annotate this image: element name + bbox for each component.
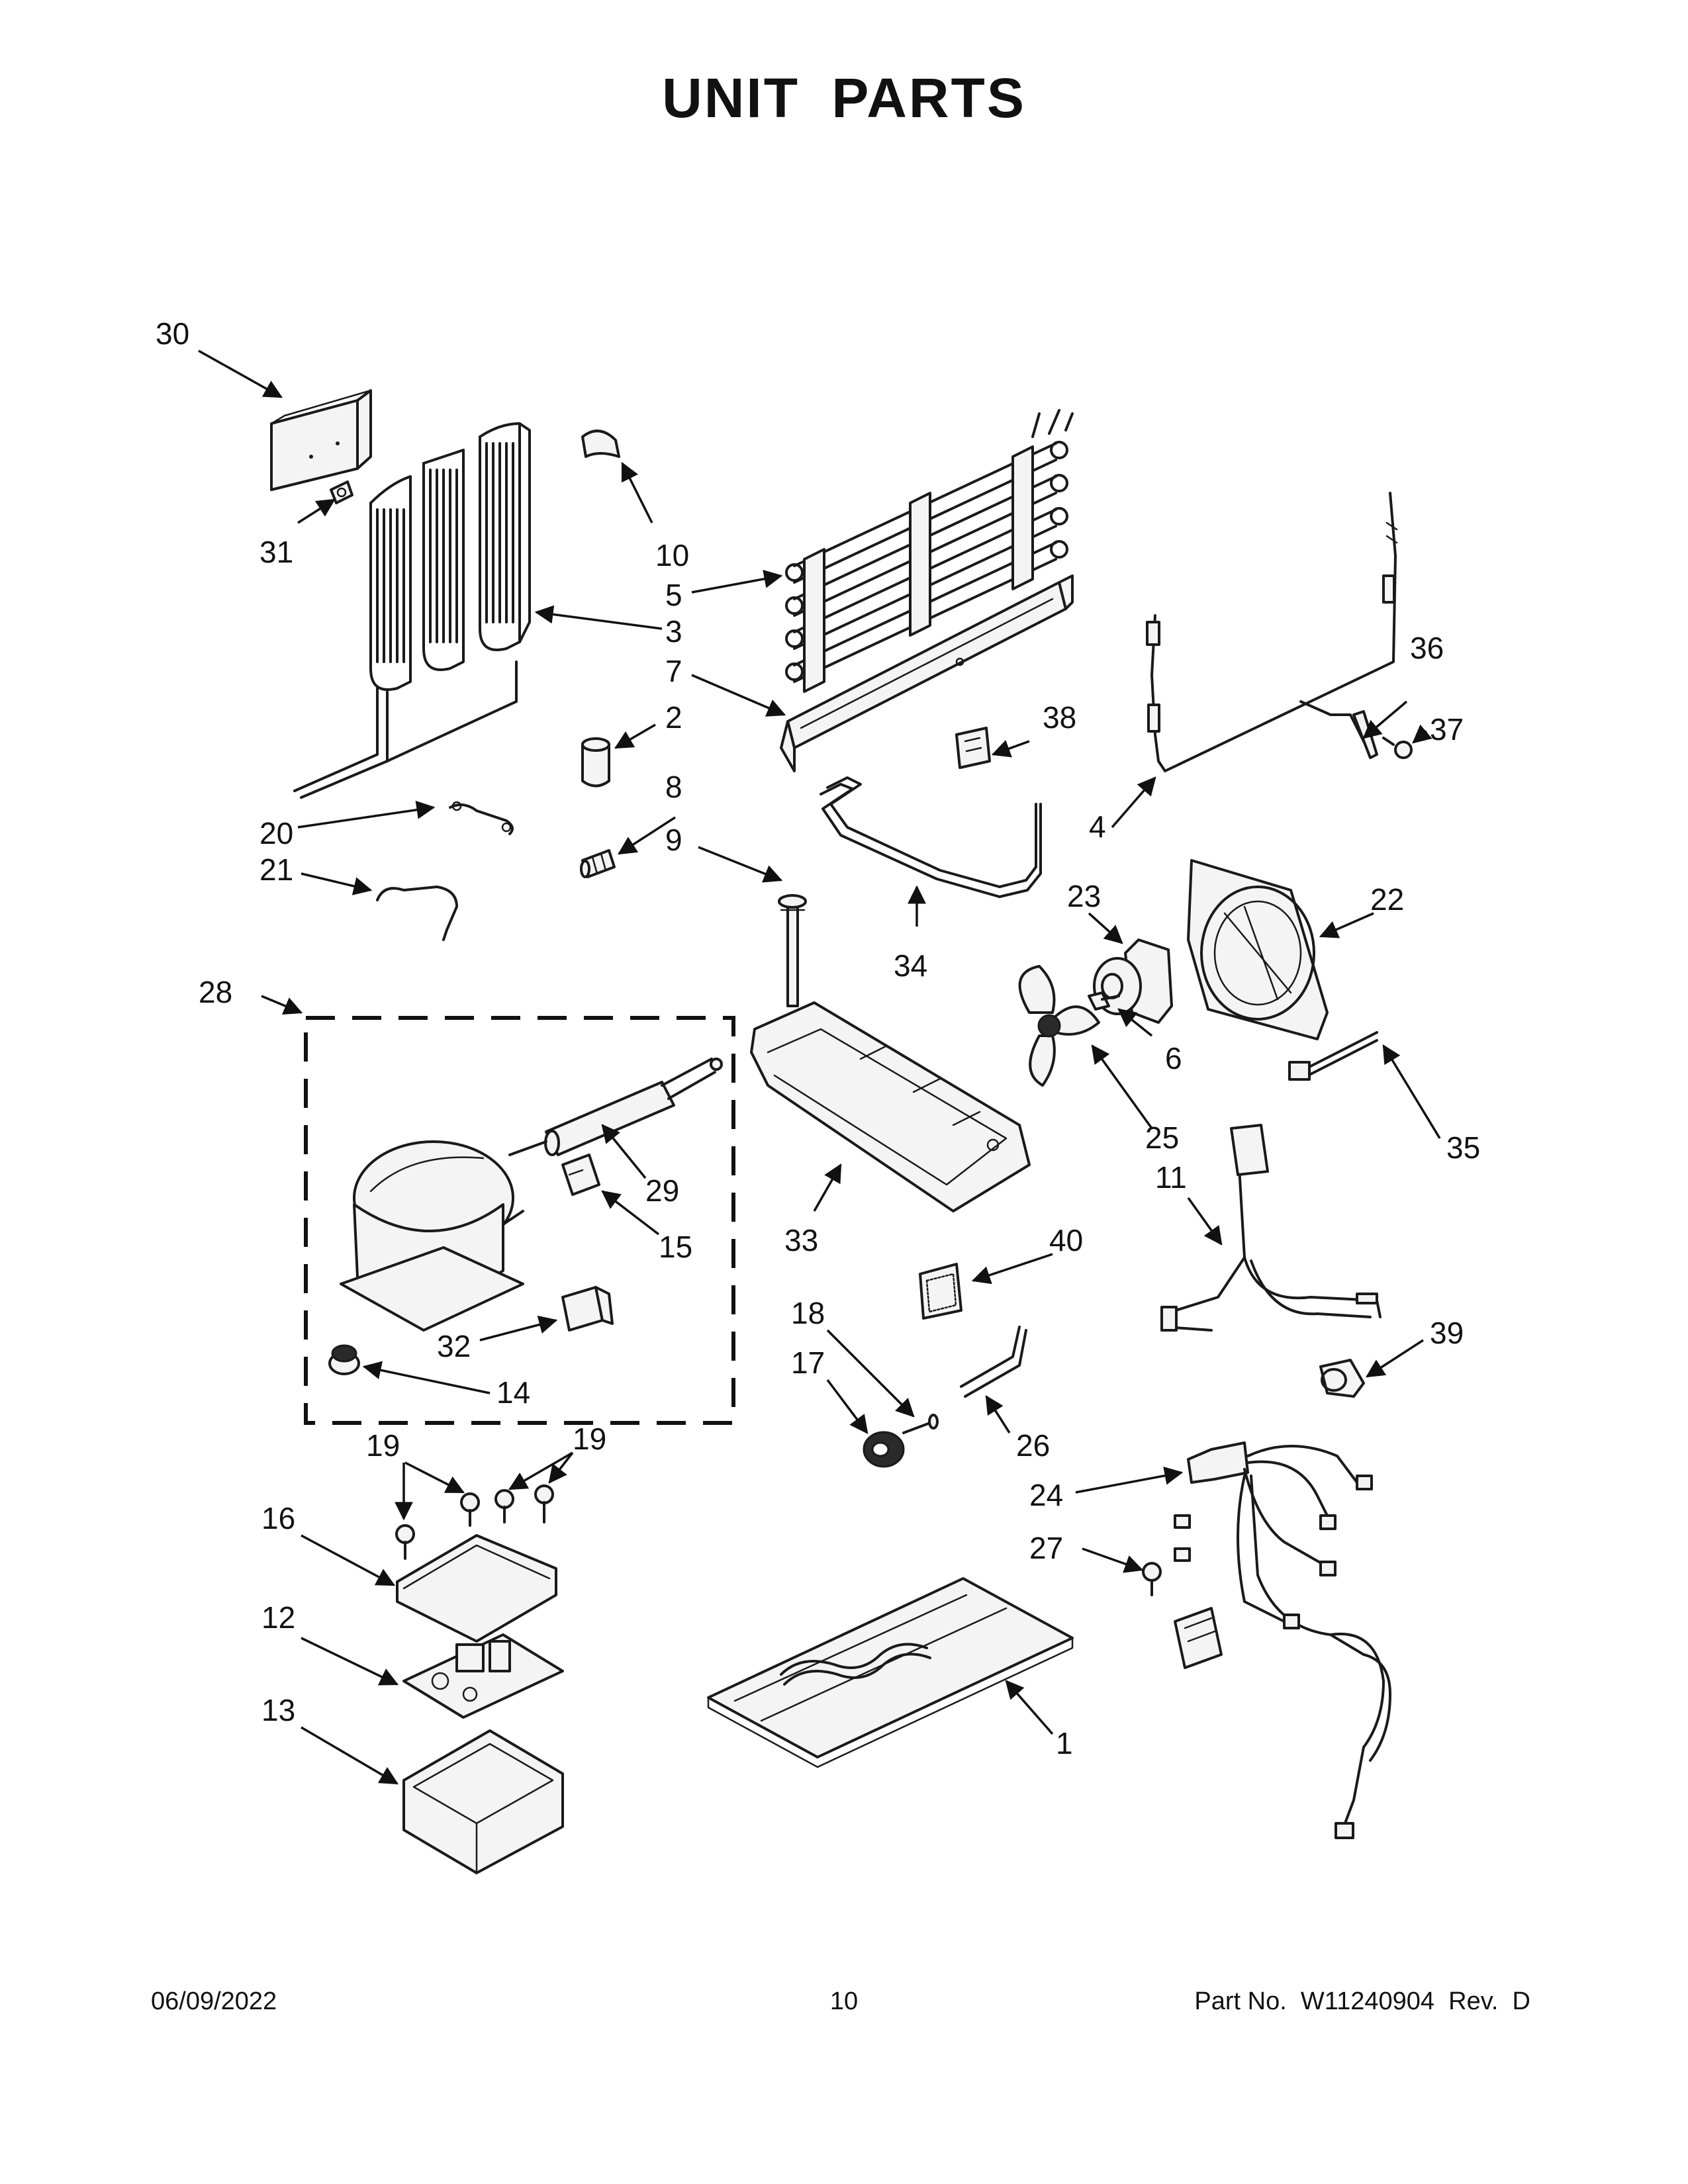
leader-lines [198,349,1441,1785]
callout-18: 18 [791,1296,825,1330]
callout-37: 37 [1430,712,1464,747]
part-29-drier-drawing [508,1058,723,1156]
callout-25: 25 [1145,1120,1179,1155]
callout-8: 8 [665,770,682,804]
part-36-tube-drawing [1299,700,1378,759]
part-34-tube-drawing [820,776,1042,898]
footer-part-number: Part No. W11240904 Rev. D [1194,1987,1530,2015]
part-16-cover-drawing [396,1534,557,1643]
part-31-clip-drawing [330,480,353,504]
part-22-fan-shroud-drawing [1187,859,1329,1040]
callout-26: 26 [1016,1428,1050,1463]
part-27-screw-drawing [1142,1562,1162,1596]
callout-34: 34 [894,948,927,983]
part-compressor-drawing [340,1140,524,1332]
part-30-bracket-drawing [270,389,372,491]
part-28-group-box [304,1016,735,1425]
callout-36: 36 [1410,631,1444,665]
callout-32: 32 [437,1329,471,1363]
part-33-drain-pan-drawing [750,1001,1031,1212]
callout-30: 30 [156,316,189,351]
callout-23: 23 [1067,879,1101,913]
part-6-screw-drawing [1088,991,1120,1011]
part-2-cylinder-drawing [581,737,610,788]
part-8-drier-plug-drawing [580,849,616,878]
part-3-condenser-drawing [293,422,531,799]
callout-33: 33 [784,1223,818,1257]
callout-15: 15 [659,1230,692,1264]
part-11-harness-drawing [1160,1124,1382,1332]
page-title: UNIT PARTS [662,67,1026,129]
part-35-cable-tie-drawing [1288,1031,1378,1081]
part-12-control-board-drawing [402,1633,564,1719]
callout-labels: 30 31 10 5 3 7 2 8 9 38 4 36 37 20 21 34… [156,316,1480,1760]
callout-10: 10 [655,538,689,572]
callout-7: 7 [665,654,682,688]
callout-38: 38 [1043,700,1076,735]
callout-6: 6 [1165,1041,1182,1075]
callout-13: 13 [261,1693,295,1727]
footer-page-number: 10 [829,1987,859,2015]
callout-20: 20 [259,816,293,850]
callout-31: 31 [259,535,293,569]
callout-3: 3 [665,614,682,649]
part-24-harness-drawing [1174,1441,1391,1839]
part-21-hook-drawing [376,886,458,941]
part-25-fan-blade-drawing [1018,965,1100,1087]
callout-16: 16 [261,1501,295,1535]
callout-24: 24 [1029,1478,1063,1512]
part-15-relay-drawing [561,1154,600,1196]
part-32-capacitor-drawing [561,1286,614,1332]
part-4-sensor-wire-drawing [1146,492,1398,772]
callout-39: 39 [1430,1316,1464,1350]
callout-9: 9 [665,823,682,857]
callout-1: 1 [1056,1726,1073,1760]
part-26-tube-drawing [960,1326,1027,1398]
callout-11: 11 [1155,1160,1187,1195]
callout-28: 28 [199,975,232,1009]
part-37-screw-drawing [1382,737,1413,759]
part-18-screw-drawing [902,1414,939,1434]
callout-12: 12 [261,1600,295,1635]
callout-29: 29 [645,1173,679,1208]
part-40-filter-pad-drawing [919,1263,962,1320]
part-39-connector-drawing [1319,1359,1365,1398]
part-20-strap-drawing [449,801,514,835]
callout-19-left: 19 [366,1428,400,1463]
callout-17: 17 [791,1345,825,1380]
part-17-wheel-drawing [863,1431,905,1468]
callout-22: 22 [1370,882,1404,917]
part-1-base-plate-drawing [707,1577,1074,1768]
callout-40: 40 [1049,1223,1083,1257]
callout-2: 2 [665,700,682,735]
callout-5: 5 [665,578,682,612]
part-14-grommet-drawing [328,1344,360,1375]
callout-27: 27 [1029,1531,1063,1565]
callout-35: 35 [1446,1130,1480,1165]
part-13-housing-drawing [402,1729,564,1874]
part-10-clip-drawing [581,430,620,458]
part-7-drain-trough-drawing [780,574,1074,772]
callout-19-right: 19 [573,1422,606,1456]
footer-date: 06/09/2022 [151,1987,277,2015]
callout-21: 21 [259,852,293,887]
callout-4: 4 [1089,809,1106,844]
part-38-clip-drawing [955,727,991,769]
part-23-fan-motor-drawing [1093,938,1173,1024]
part-9-tube-drawing [778,894,807,1007]
part-19-screws-drawing [395,1484,554,1560]
callout-14: 14 [496,1375,530,1410]
part-5-evaporator-drawing [785,409,1074,693]
